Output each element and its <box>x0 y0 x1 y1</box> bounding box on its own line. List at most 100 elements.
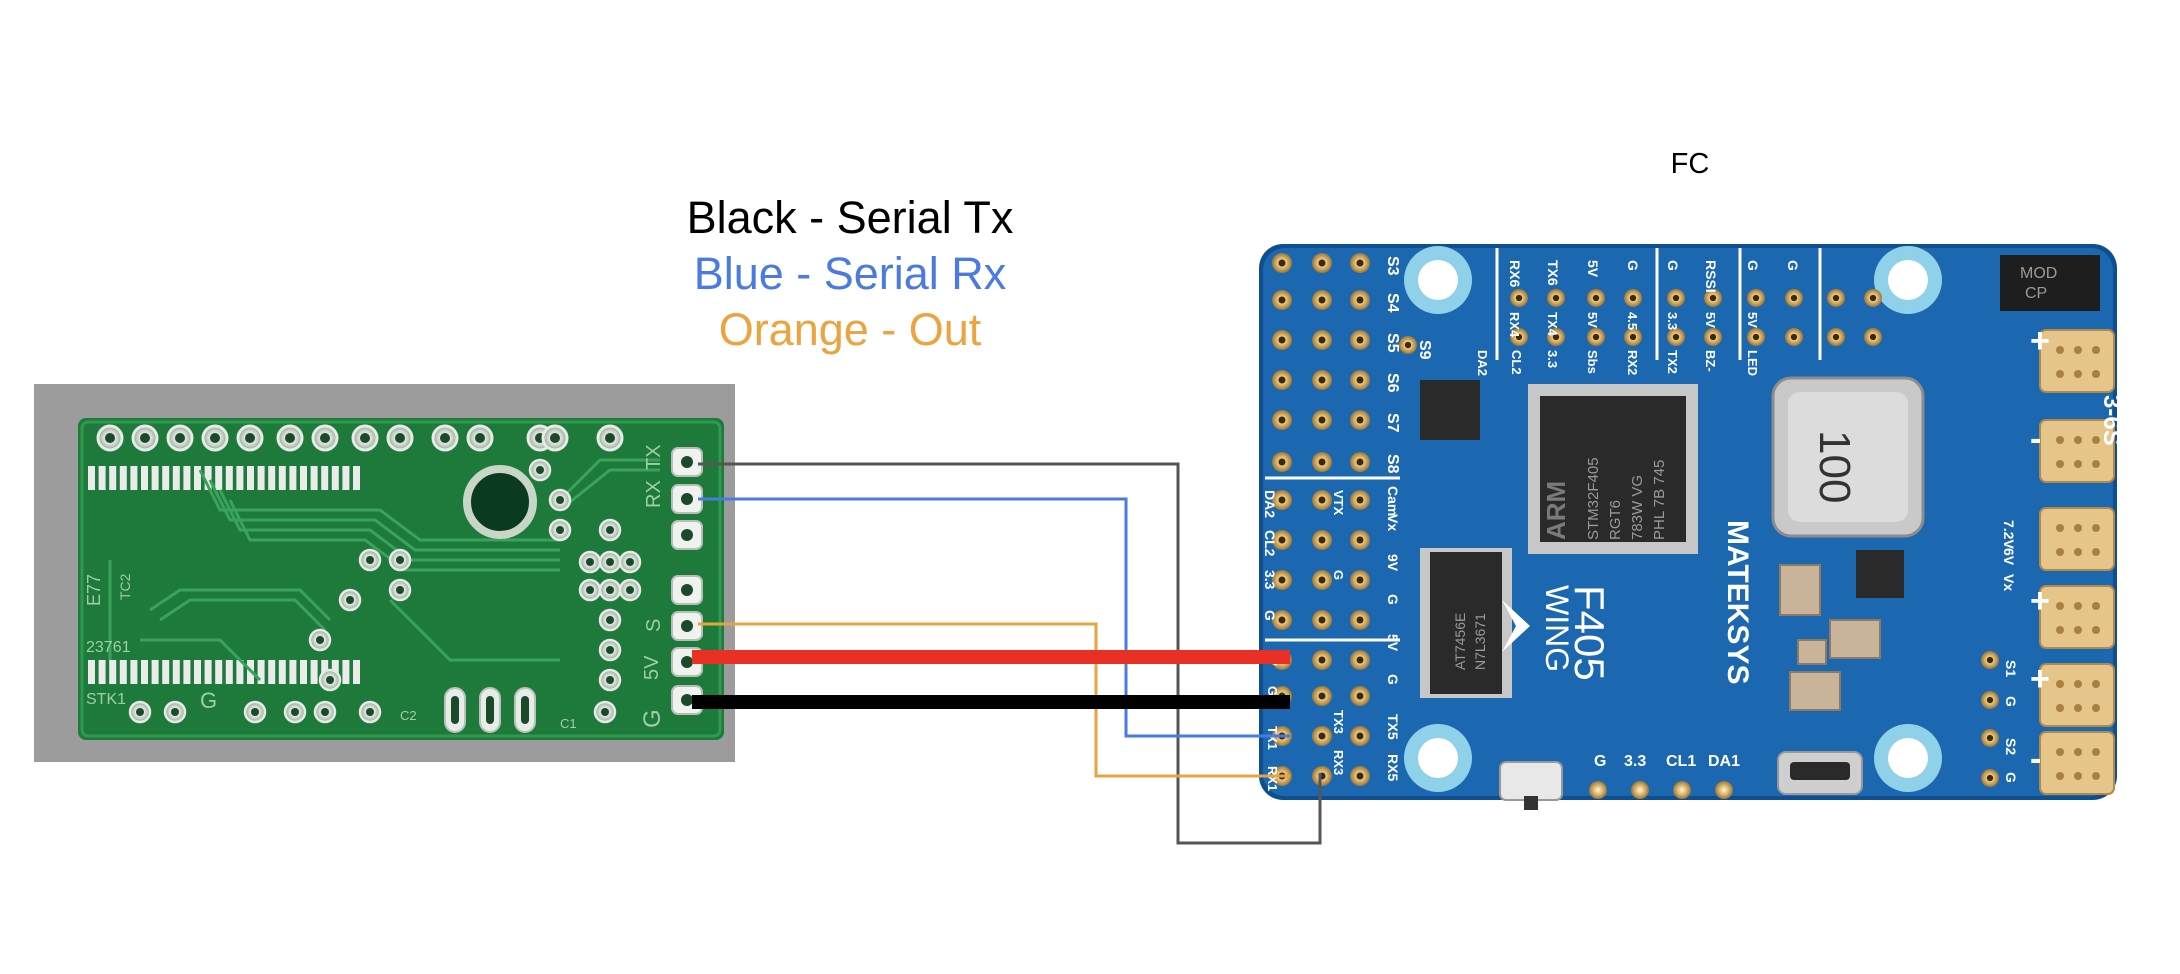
fc-silk-label: G <box>2003 772 2019 783</box>
sensor-pin <box>353 466 360 490</box>
fc-pad-hole <box>1833 334 1839 340</box>
sensor-pad-hole <box>210 433 220 443</box>
fc-via <box>2074 680 2082 688</box>
sensor-pin <box>109 660 116 684</box>
fc-via <box>2074 346 2082 354</box>
sensor-pin <box>226 466 233 490</box>
fc-silk-label: 5V <box>1385 634 1401 652</box>
sensor-pin <box>152 660 159 684</box>
sensor-pin <box>321 466 328 490</box>
fc-silk-label: 3.3 <box>1624 753 1646 770</box>
sensor-edge-pad-hole <box>681 584 693 596</box>
fc-via <box>2092 370 2100 378</box>
sensor-pin <box>300 466 307 490</box>
sensor-pin <box>162 466 169 490</box>
fc-boot-button <box>1500 762 1562 800</box>
fc-silk-label: RX1 <box>1265 766 1280 791</box>
fc-pad-hole <box>1791 334 1797 340</box>
fc-mod-label: MOD <box>2020 265 2057 282</box>
fc-pad-hole <box>1833 295 1839 301</box>
fc-silk-label: S1 <box>2003 660 2019 677</box>
fc-silk-label: CL2 <box>1509 350 1524 375</box>
fc-via <box>2074 436 2082 444</box>
fc-pad-hole <box>1987 697 1993 703</box>
flight-controller-board: ARM STM32F405 RGT6 783W VG PHL 7B 745 AT… <box>1259 244 2125 810</box>
fc-via <box>2092 680 2100 688</box>
fc-pad-hole <box>1319 693 1326 700</box>
fc-pad-hole <box>1357 733 1364 740</box>
sensor-pad-hole <box>556 526 564 534</box>
fc-osd-chip-model: AT7456E <box>1452 613 1468 670</box>
wires <box>692 464 1320 843</box>
fc-silk-label: DA2 <box>1475 350 1490 376</box>
fc-pad-hole <box>1279 537 1286 544</box>
fc-silk-label: RX6 <box>1507 260 1523 287</box>
fc-pad-hole <box>1357 337 1364 344</box>
fc-silk-label: S5 <box>1384 333 1401 353</box>
sensor-pin <box>88 466 95 490</box>
sensor-pad-hole <box>606 646 614 654</box>
sensor-pin <box>342 660 349 684</box>
fc-silk-label: S6 <box>1384 373 1401 393</box>
fc-pad-hole <box>1357 773 1364 780</box>
fc-via <box>2056 436 2064 444</box>
fc-silk-label: 4.5 <box>1625 312 1640 330</box>
fc-small-chip-2 <box>1856 550 1904 598</box>
fc-via <box>2092 460 2100 468</box>
fc-pad-hole <box>1357 417 1364 424</box>
fc-pad-hole <box>1357 577 1364 584</box>
sensor-silk-s: S <box>643 619 665 632</box>
fc-via <box>2074 548 2082 556</box>
fc-silk-label: 3.3 <box>1665 312 1680 330</box>
sensor-pin <box>173 660 180 684</box>
fc-silk-label: Vx <box>2001 574 2017 591</box>
sensor-pad-hole <box>626 558 634 566</box>
sensor-pad-hole <box>175 433 185 443</box>
sensor-pad-hole <box>586 558 594 566</box>
fc-silk-label: TX3 <box>1331 710 1346 734</box>
fc-pad-hole <box>1319 260 1326 267</box>
sensor-pin <box>353 660 360 684</box>
sensor-pin <box>173 466 180 490</box>
fc-pad-hole <box>1319 577 1326 584</box>
sensor-pin <box>279 660 286 684</box>
fc-usb-port <box>1778 752 1862 794</box>
sensor-pin <box>120 466 127 490</box>
fc-via <box>2056 680 2064 688</box>
sensor-edge-pad-hole <box>681 529 693 541</box>
sensor-pin <box>268 660 275 684</box>
sensor-silk-c1: C1 <box>560 716 577 731</box>
fc-silk-label: S7 <box>1384 413 1401 433</box>
fc-pad-hole <box>1357 459 1364 466</box>
fc-silk-label: CL1 <box>1666 753 1696 770</box>
sensor-edge-connector <box>672 448 702 714</box>
sensor-pad-hole <box>140 433 150 443</box>
fc-pad <box>1673 781 1691 799</box>
sensor-pin <box>289 660 296 684</box>
fc-inductor-label: 100 <box>1810 430 1859 503</box>
sensor-pad-hole <box>316 636 324 644</box>
fc-via <box>2092 548 2100 556</box>
sensor-pin <box>205 660 212 684</box>
sensor-pin <box>300 660 307 684</box>
fc-small-chip-1 <box>1420 380 1480 440</box>
sensor-silk-g: G <box>200 688 217 713</box>
fc-pad-hole <box>1357 617 1364 624</box>
fc-pad-hole <box>1987 775 1993 781</box>
fc-pad-hole <box>1987 735 1993 741</box>
fc-silk-label: 5V <box>1585 312 1600 328</box>
fc-brand-wing: WING <box>1539 585 1575 672</box>
sensor-pad-hole <box>285 433 295 443</box>
sensor-pin <box>279 466 286 490</box>
fc-silk-label: G <box>1785 260 1801 271</box>
fc-silk-label: G <box>1385 674 1401 685</box>
sensor-silk-rx: RX <box>643 480 665 508</box>
fc-via <box>2092 748 2100 756</box>
sensor-pin <box>226 660 233 684</box>
fc-silk-label: G <box>1265 686 1280 696</box>
fc-silk-label: G <box>1665 260 1681 271</box>
fc-via <box>2056 772 2064 780</box>
fc-pad <box>1631 781 1649 799</box>
fc-silk-label: 3.3 <box>1262 570 1278 590</box>
fc-silk-label: G <box>1262 610 1278 621</box>
